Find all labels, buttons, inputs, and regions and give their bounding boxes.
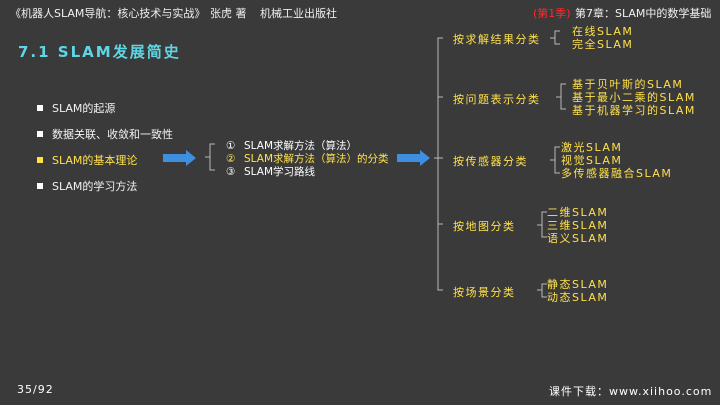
book-title: 《机器人SLAM导航：核心技术与实战》	[10, 7, 206, 20]
menu-item-basic-theory[interactable]: SLAM的基本理论	[37, 152, 137, 168]
leaf-least-squares-slam: 基于最小二乘的SLAM	[572, 91, 696, 104]
bullet-icon	[37, 105, 43, 111]
group-bracket	[537, 283, 547, 298]
group-bracket	[550, 30, 560, 45]
page-number: 35/92	[17, 383, 54, 396]
leaf-full-slam: 完全SLAM	[572, 38, 634, 51]
menu-item-learning-method[interactable]: SLAM的学习方法	[37, 178, 137, 194]
slide-title: 7.1 SLAM发展简史	[18, 43, 181, 61]
bullet-icon	[37, 131, 43, 137]
leaf-semantic-slam: 语义SLAM	[547, 232, 609, 245]
submenu-item-solving-methods[interactable]: ① SLAM求解方法（算法）	[226, 138, 357, 153]
submenu-number: ②	[226, 153, 236, 165]
arrow-right-icon	[163, 150, 196, 166]
leaf-static-slam: 静态SLAM	[547, 278, 609, 291]
menu-item-slam-origin[interactable]: SLAM的起源	[37, 100, 115, 116]
submenu-label: SLAM求解方法（算法）的分类	[244, 153, 389, 165]
bullet-icon	[37, 183, 43, 189]
leaf-bayes-slam: 基于贝叶斯的SLAM	[572, 78, 684, 91]
leaf-laser-slam: 激光SLAM	[561, 141, 623, 154]
group-bracket	[537, 211, 547, 238]
author: 张虎 著	[210, 7, 247, 20]
category-by-sensor: 按传感器分类	[453, 155, 528, 168]
menu-item-label: 数据关联、收敛和一致性	[52, 128, 173, 141]
submenu-item-learning-route[interactable]: ③ SLAM学习路线	[226, 164, 315, 179]
submenu-bracket	[205, 143, 215, 171]
leaf-online-slam: 在线SLAM	[572, 25, 634, 38]
category-bracket	[434, 37, 443, 291]
category-by-result: 按求解结果分类	[453, 33, 541, 46]
menu-item-label: SLAM的学习方法	[52, 180, 138, 193]
submenu-label: SLAM求解方法（算法）	[244, 140, 357, 152]
leaf-visual-slam: 视觉SLAM	[561, 154, 623, 167]
leaf-dynamic-slam: 动态SLAM	[547, 291, 609, 304]
season-tag: (第1季)	[533, 7, 571, 20]
menu-item-data-association[interactable]: 数据关联、收敛和一致性	[37, 126, 173, 142]
group-bracket	[556, 83, 566, 110]
leaf-fusion-slam: 多传感器融合SLAM	[561, 167, 673, 180]
group-bracket	[550, 146, 560, 174]
category-by-scene: 按场景分类	[453, 286, 516, 299]
publisher: 机械工业出版社	[260, 7, 337, 20]
bullet-icon	[37, 157, 43, 163]
arrow-right-icon	[397, 150, 430, 166]
menu-item-label: SLAM的起源	[52, 102, 116, 115]
leaf-3d-slam: 三维SLAM	[547, 219, 609, 232]
download-link[interactable]: 课件下载：www.xiihoo.com	[549, 385, 713, 398]
category-by-map: 按地图分类	[453, 220, 516, 233]
submenu-number: ③	[226, 166, 236, 178]
submenu-number: ①	[226, 140, 236, 152]
submenu-label: SLAM学习路线	[244, 166, 315, 178]
menu-item-label: SLAM的基本理论	[52, 154, 138, 167]
leaf-ml-slam: 基于机器学习的SLAM	[572, 104, 696, 117]
leaf-2d-slam: 二维SLAM	[547, 206, 609, 219]
chapter-title: 第7章：SLAM中的数学基础	[575, 7, 712, 20]
submenu-item-classification[interactable]: ② SLAM求解方法（算法）的分类	[226, 151, 389, 166]
category-by-representation: 按问题表示分类	[453, 93, 541, 106]
